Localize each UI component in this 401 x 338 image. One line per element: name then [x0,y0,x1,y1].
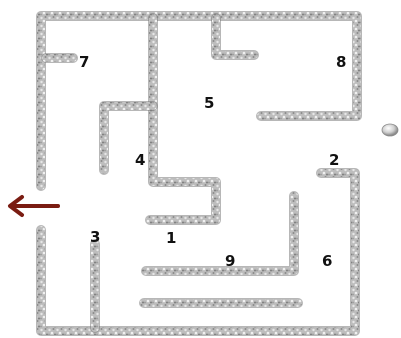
label-8: 8 [336,53,346,71]
label-7: 7 [79,53,89,71]
label-1: 1 [166,229,176,247]
label-9: 9 [225,252,235,270]
label-3: 3 [90,228,100,246]
ball-icon[interactable] [382,124,398,136]
label-2: 2 [329,151,339,169]
label-5: 5 [204,94,214,112]
label-4: 4 [135,151,145,169]
label-6: 6 [322,252,332,270]
left-arrow-icon [10,197,58,215]
